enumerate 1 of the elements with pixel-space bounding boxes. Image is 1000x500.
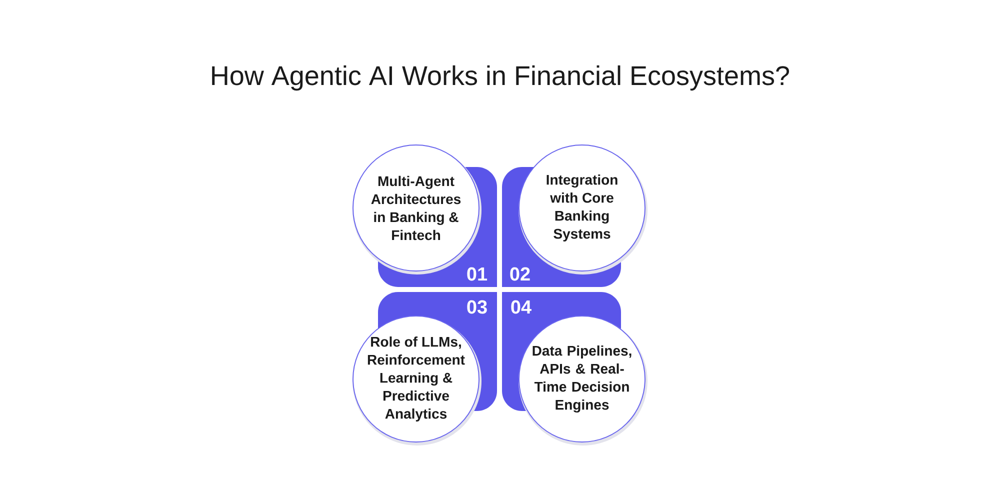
title: How Agentic AI Works in Financial Ecosystems? (212, 65, 790, 91)
